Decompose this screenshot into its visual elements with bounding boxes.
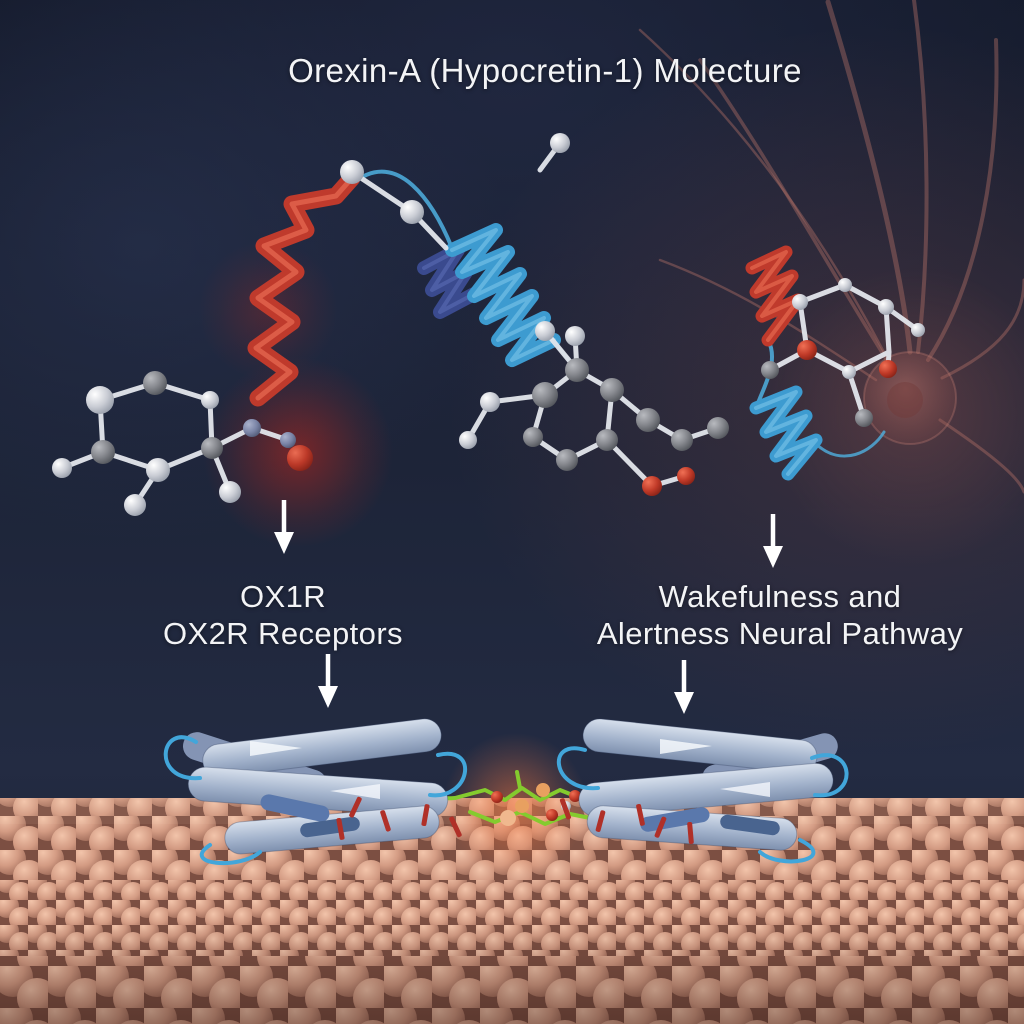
molecule-atoms xyxy=(52,133,925,516)
blue-helix-right xyxy=(749,385,823,481)
down-arrow-pathway-label-to-receptor xyxy=(671,658,697,716)
receptors-label: OX1R OX2R Receptors xyxy=(83,578,483,652)
pathway-label-line1: Wakefulness and xyxy=(658,579,902,614)
receptors-label-line2: OX2R Receptors xyxy=(163,616,403,651)
pathway-label: Wakefulness and Alertness Neural Pathway xyxy=(580,578,980,652)
page-title: Orexin-A (Hypocretin-1) Molecture xyxy=(288,52,802,89)
red-helix-left xyxy=(247,169,361,407)
right-receptor xyxy=(556,718,849,864)
down-arrow-receptors-label-to-receptor xyxy=(315,652,341,710)
blue-helix-center xyxy=(445,223,561,367)
down-arrow-molecule-to-receptors-label xyxy=(271,498,297,556)
receptors-label-line1: OX1R xyxy=(239,579,327,614)
pathway-label-line2: Alertness Neural Pathway xyxy=(596,616,964,651)
left-receptor xyxy=(163,718,468,866)
down-arrow-ribbon-to-pathway-label xyxy=(760,512,786,570)
